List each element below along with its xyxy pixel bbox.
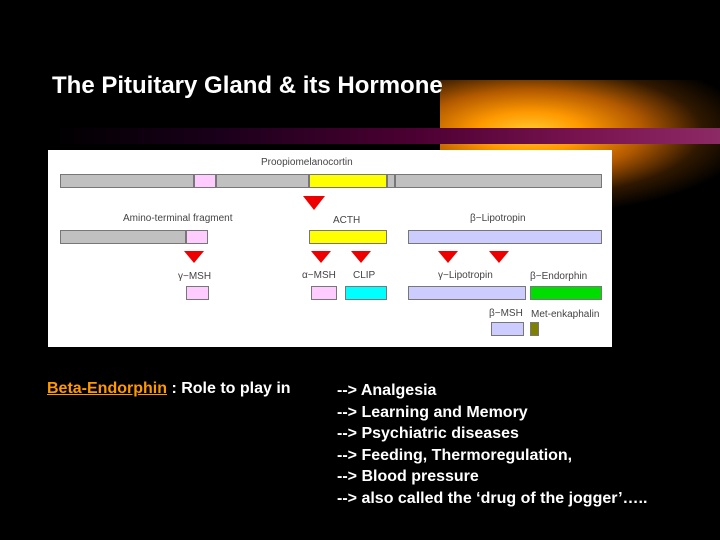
arrow-down-icon (311, 251, 331, 263)
label-clip: CLIP (353, 270, 376, 281)
role-list: --> Analgesia --> Learning and Memory --… (337, 380, 647, 510)
clip-bar (345, 286, 387, 300)
label-pomc: Proopiomelanocortin (261, 157, 353, 168)
pomc-segment-3 (387, 174, 395, 188)
g-lipotropin-bar (408, 286, 526, 300)
arrow-down-icon (489, 251, 509, 263)
list-item: --> also called the ‘drug of the jogger’… (337, 489, 648, 507)
g-msh-bar (186, 286, 209, 300)
label-met-enkephalin: Met-enkaphalin (531, 309, 600, 320)
amino-fragment-bar (60, 230, 186, 244)
label-g-msh: γ−MSH (178, 271, 212, 282)
acth-bar (309, 230, 387, 244)
label-amino-fragment: Amino-terminal fragment (123, 213, 233, 224)
list-item: --> Analgesia (337, 382, 437, 399)
intro-text: : Role to play in (167, 380, 291, 397)
list-item: --> Psychiatric diseases (337, 425, 519, 443)
label-b-msh: β−MSH (489, 308, 523, 319)
beta-endorphin-link[interactable]: Beta-Endorphin (47, 380, 167, 397)
pomc-segment-4 (395, 174, 602, 188)
b-endorphin-bar (530, 286, 602, 300)
pomc-diagram: Proopiomelanocortin Amino-terminal fragm… (48, 150, 612, 347)
label-acth: ACTH (333, 215, 361, 226)
list-item: --> Blood pressure (337, 468, 479, 486)
arrow-down-icon (303, 196, 325, 210)
slide-title: The Pituitary Gland & its Hormone (52, 72, 443, 99)
a-msh-bar (311, 286, 337, 300)
label-b-endorphin: β−Endorphin (530, 271, 588, 282)
pomc-segment-2 (216, 174, 309, 188)
arrow-down-icon (184, 251, 204, 263)
pomc-segment-acth (309, 174, 387, 188)
intro-line: Beta-Endorphin : Role to play in (47, 380, 291, 398)
amino-gmsh-segment (186, 230, 208, 244)
label-a-msh: α−MSH (302, 270, 336, 281)
pomc-segment-gmsh (194, 174, 216, 188)
list-item: --> Feeding, Thermoregulation, (337, 446, 573, 464)
b-msh-bar (491, 322, 524, 336)
met-enkephalin-bar (530, 322, 539, 336)
arrow-down-icon (438, 251, 458, 263)
pomc-segment-1 (60, 174, 194, 188)
label-b-lipotropin: β−Lipotropin (470, 213, 526, 224)
b-lipotropin-bar (408, 230, 602, 244)
label-g-lipotropin: γ−Lipotropin (438, 270, 493, 281)
arrow-down-icon (351, 251, 371, 263)
list-item: --> Learning and Memory (337, 403, 528, 421)
title-underline-bar (52, 128, 720, 144)
